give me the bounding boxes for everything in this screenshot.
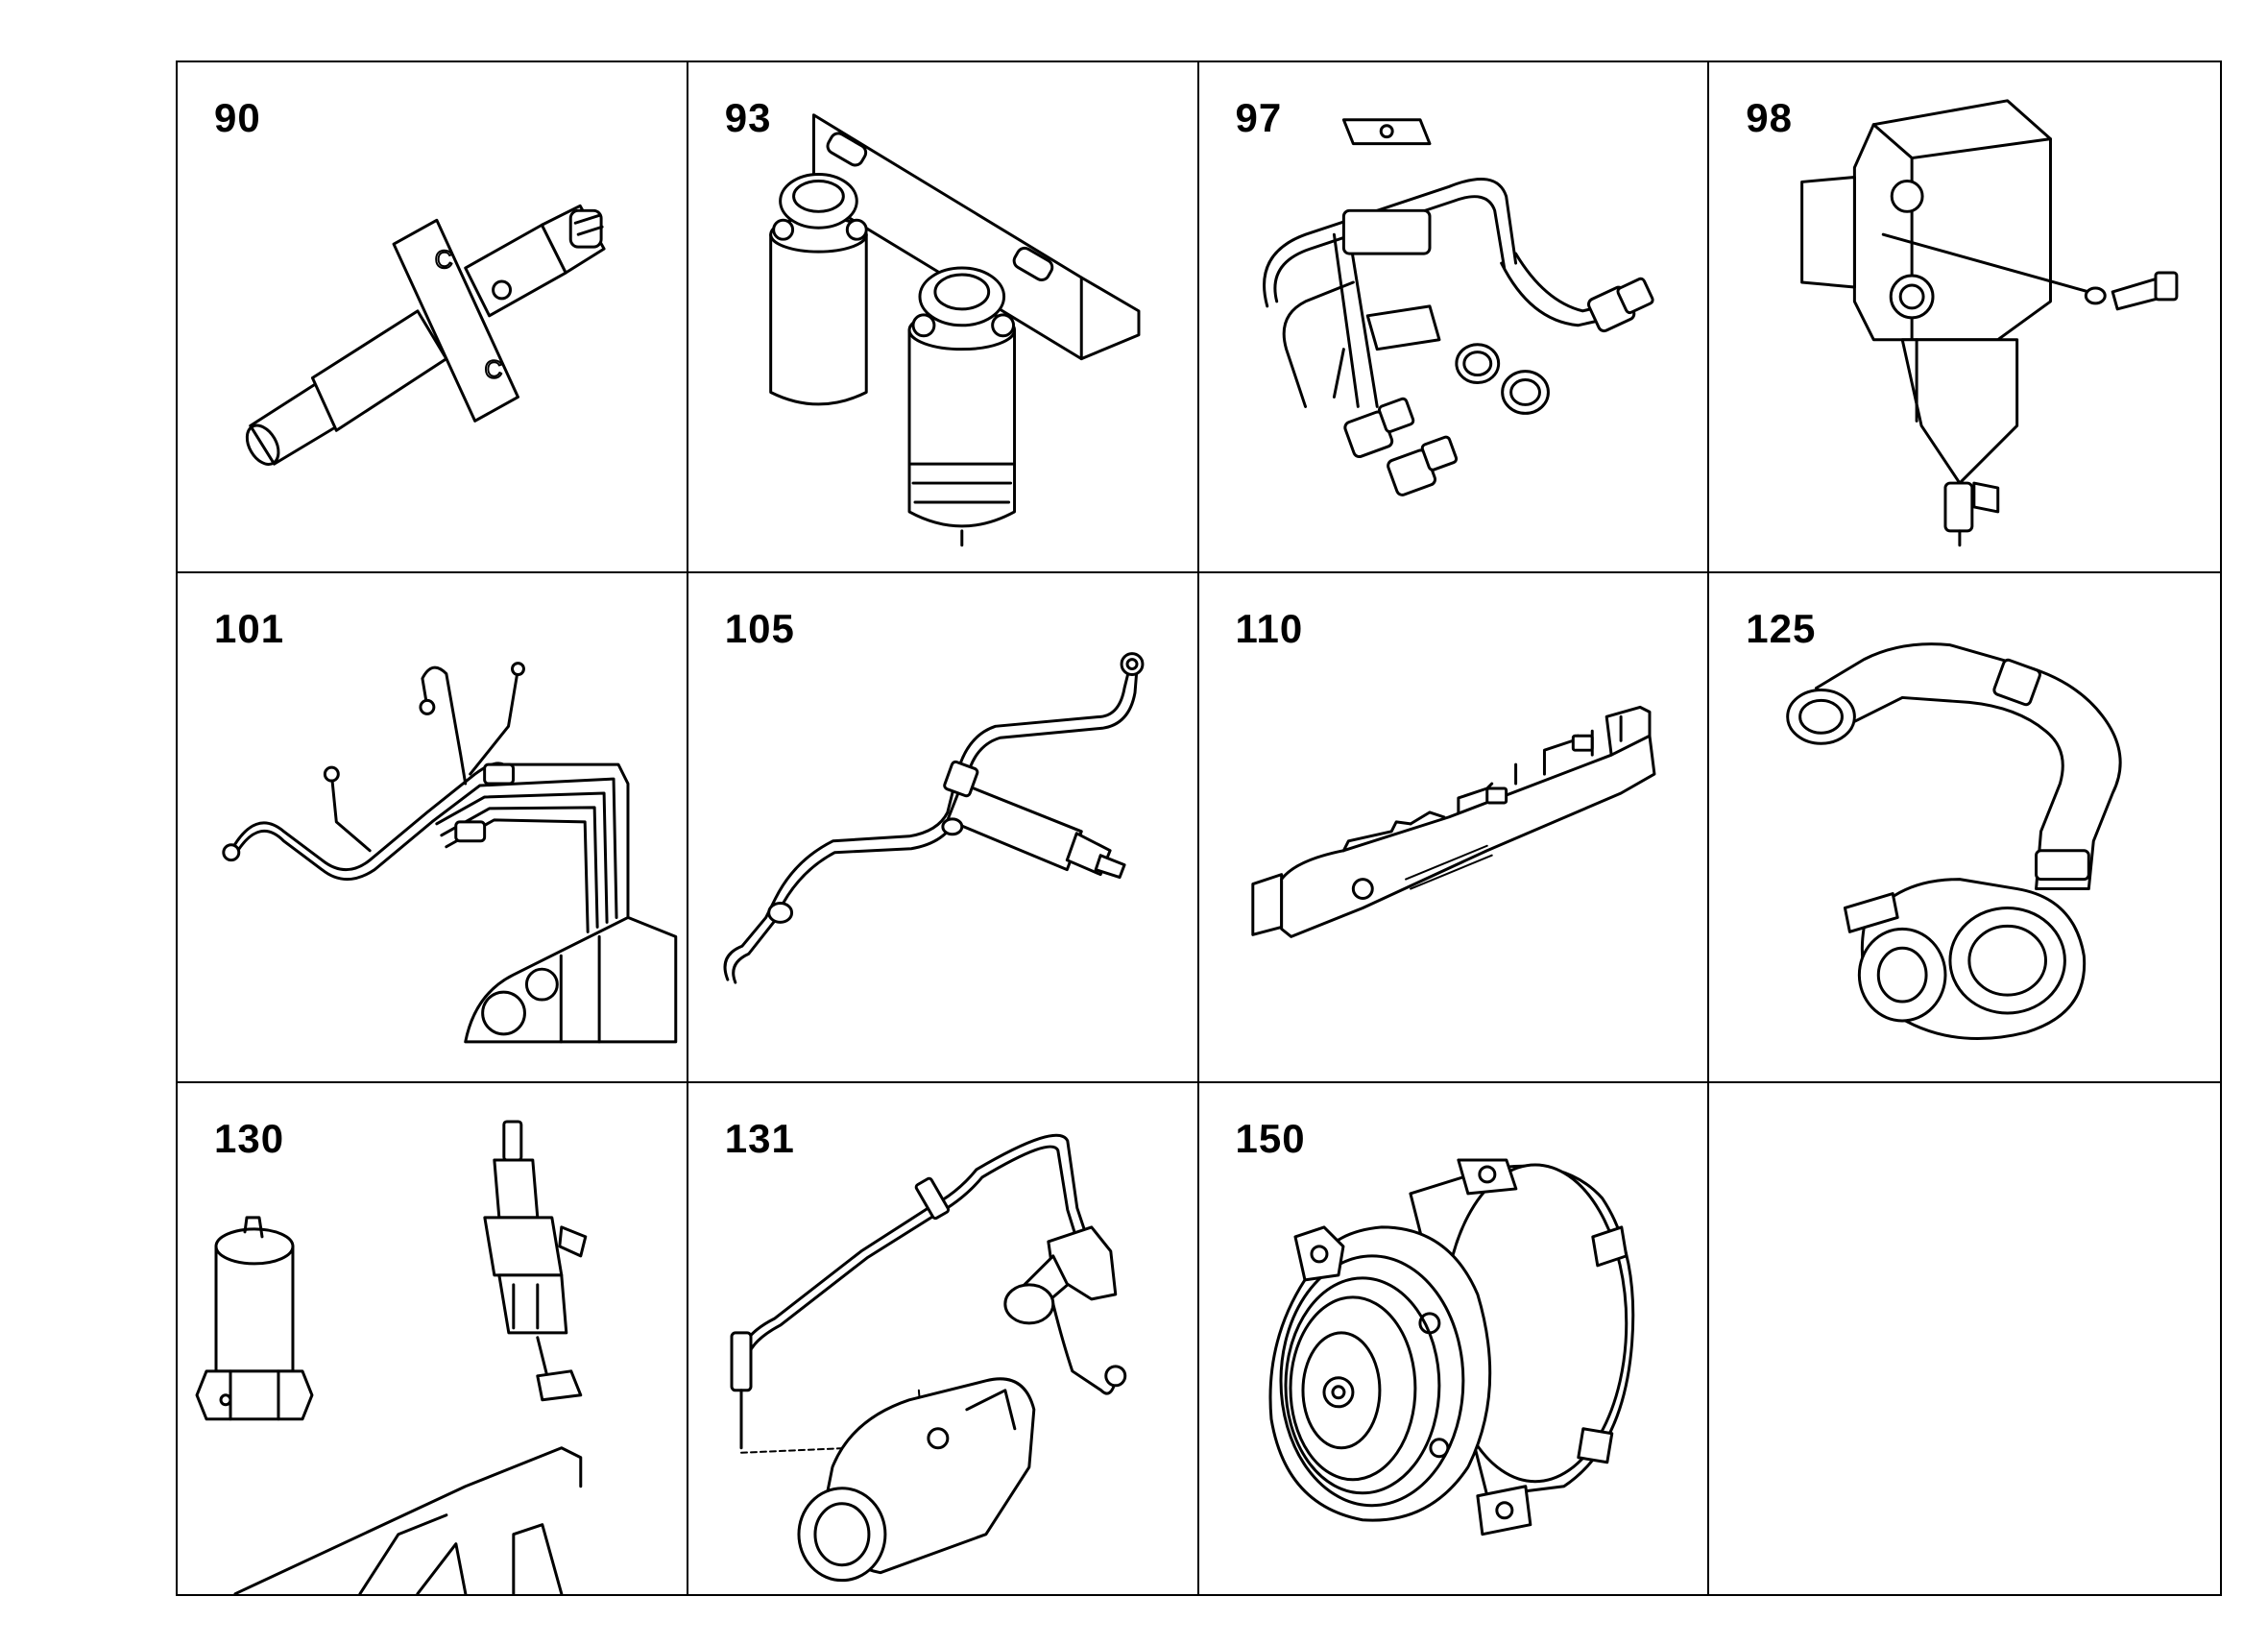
cold-start-pipe-icon (730, 1134, 1127, 1583)
part-cell-93[interactable]: 93 (688, 62, 1199, 573)
part-number-label: 110 (1235, 605, 1304, 651)
part-cell-90[interactable]: 90 C C (178, 62, 688, 573)
turbocharger-hose-icon (1786, 641, 2122, 1040)
svg-text:C: C (435, 247, 453, 274)
part-number-label: 131 (724, 1116, 795, 1162)
sensor-and-glow-plug-icon (195, 1120, 588, 1594)
part-number-label: 93 (724, 95, 772, 140)
part-number-label: 97 (1235, 95, 1283, 140)
part-number-label: 90 (214, 95, 261, 140)
injection-pipe-harness-icon (222, 661, 678, 1044)
exhaust-manifold-icon (1250, 705, 1655, 938)
part-cell-131[interactable]: 131 (688, 1083, 1199, 1594)
parts-index-grid: 90 C C 93 (176, 60, 2222, 1596)
empty-cell (1709, 1083, 2220, 1594)
part-cell-110[interactable]: 110 (1198, 572, 1710, 1084)
part-number-label: 125 (1746, 605, 1817, 651)
part-cell-150[interactable]: 150 (1199, 1083, 1710, 1594)
part-cell-97[interactable]: 97 (1198, 62, 1710, 573)
fuel-pipe-set-icon (1262, 118, 1654, 496)
part-cell-101[interactable]: 101 (178, 572, 688, 1084)
part-cell-125[interactable]: 125 (1709, 573, 2220, 1084)
part-cell-130[interactable]: 130 (178, 1083, 688, 1594)
part-number-label: 130 (214, 1116, 285, 1162)
part-cell-98[interactable]: 98 (1709, 62, 2220, 573)
water-separator-icon (1800, 99, 2179, 547)
part-cell-105[interactable]: 105 (688, 572, 1199, 1084)
part-number-label: 101 (214, 605, 285, 651)
svg-text:C: C (485, 357, 503, 384)
part-number-label: 150 (1235, 1116, 1306, 1162)
injector-with-leak-off-pipe-icon (723, 651, 1145, 984)
ac-compressor-icon (1267, 1158, 1634, 1536)
injector-nozzle-icon: C C (245, 204, 606, 466)
part-number-label: 105 (724, 605, 795, 651)
part-number-label: 98 (1746, 95, 1793, 140)
fuel-filter-pair-icon (768, 113, 1141, 547)
